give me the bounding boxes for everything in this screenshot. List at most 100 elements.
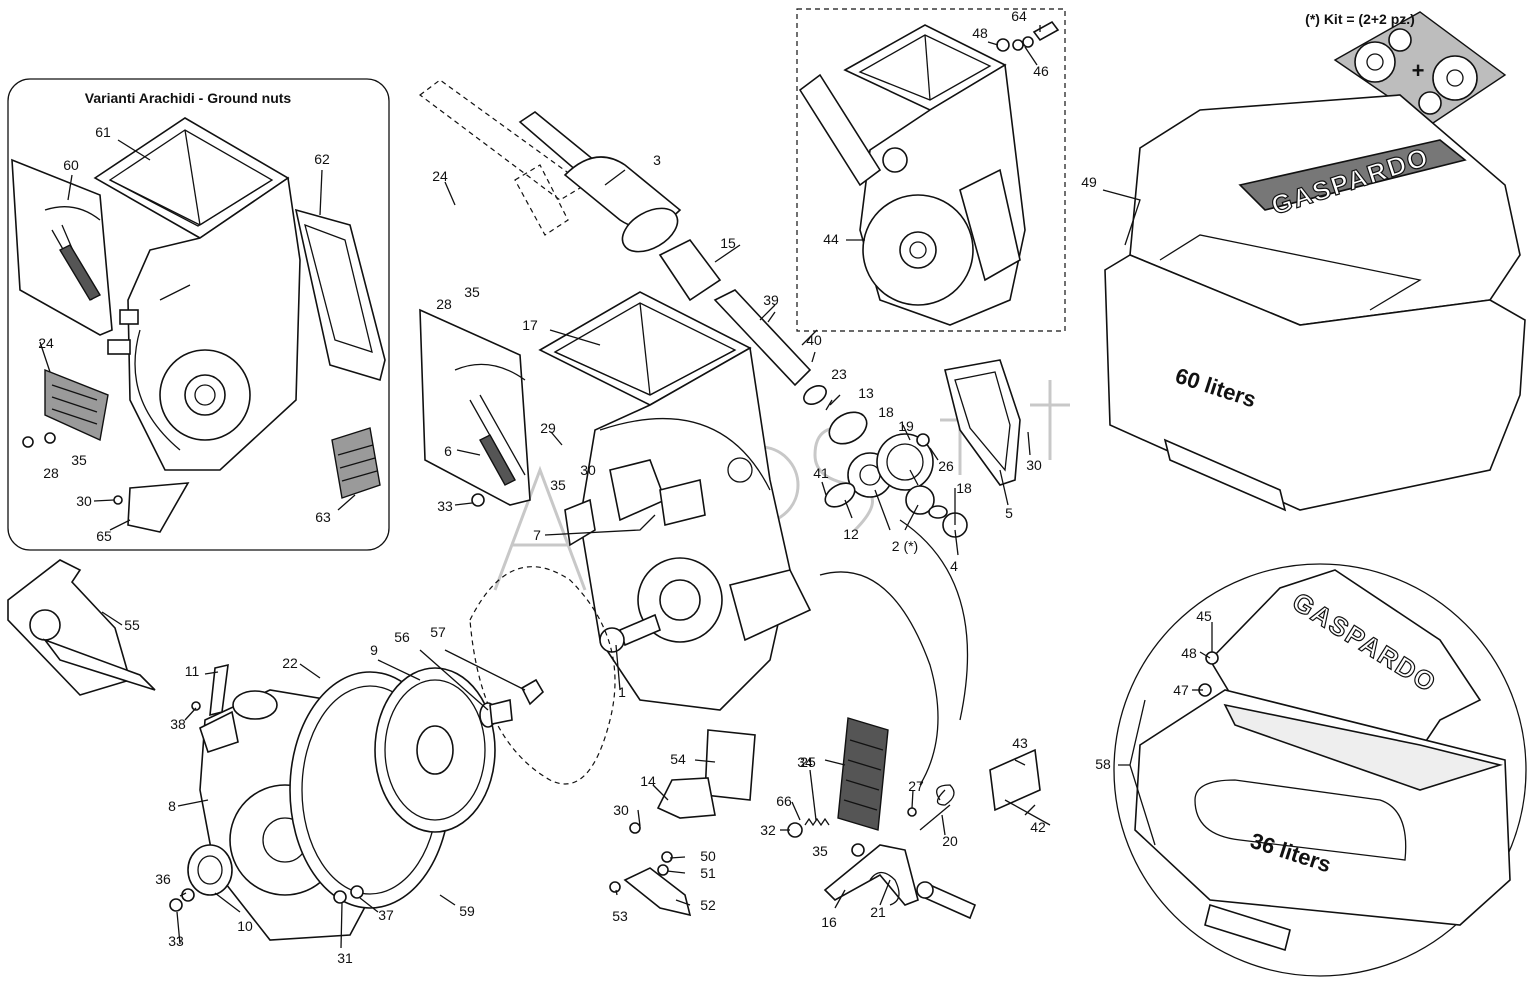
callout-20: 20 — [942, 833, 958, 849]
variant-inset-frame — [796, 8, 1066, 332]
callout-54: 54 — [670, 751, 686, 767]
main-meter-assembly — [419, 291, 812, 711]
callout-60: 60 — [63, 157, 79, 173]
lower-parts — [609, 717, 1051, 920]
meter-housing — [579, 346, 791, 711]
gear-train — [803, 359, 1021, 538]
inset-rear-plate — [294, 208, 386, 382]
callout-61: 61 — [95, 124, 111, 140]
callout-17: 17 — [522, 317, 538, 333]
callout-33a: 33 — [168, 933, 184, 949]
plus-sign: + — [1412, 58, 1425, 83]
callout-14: 14 — [640, 773, 656, 789]
callout-66: 66 — [776, 793, 792, 809]
callout-5: 5 — [1005, 505, 1013, 521]
hopper-36-liters: GASPARDO 36 liters — [1113, 563, 1527, 977]
callout-44: 44 — [823, 231, 839, 247]
callout-56: 56 — [394, 629, 410, 645]
callout-53: 53 — [612, 908, 628, 924]
callout-58: 58 — [1095, 756, 1111, 772]
callout-55: 55 — [124, 617, 140, 633]
callout-40: 40 — [806, 332, 822, 348]
callout-32: 32 — [760, 822, 776, 838]
callout-65: 65 — [96, 528, 112, 544]
callout-37: 37 — [378, 907, 394, 923]
callout-4: 4 — [950, 558, 958, 574]
hopper-60-liters: GASPARDO 60 liters — [1104, 94, 1526, 512]
callout-2: 2 (*) — [892, 538, 918, 554]
callout-16: 16 — [821, 914, 837, 930]
seed-disc-outline — [469, 519, 969, 786]
callout-35c: 35 — [550, 477, 566, 493]
inset-plate-65 — [127, 482, 190, 533]
callout-36: 36 — [155, 871, 171, 887]
callout-64: 64 — [1011, 8, 1027, 24]
callout-45: 45 — [1196, 608, 1212, 624]
callout-52: 52 — [700, 897, 716, 913]
callout-31: 31 — [337, 950, 353, 966]
callout-35a: 35 — [464, 284, 480, 300]
callout-28a: 28 — [436, 296, 452, 312]
callout-35b: 35 — [71, 452, 87, 468]
callout-48a: 48 — [972, 25, 988, 41]
inset-title: Varianti Arachidi - Ground nuts — [85, 90, 292, 106]
callout-1: 1 — [618, 684, 626, 700]
ground-nuts-inset: Varianti Arachidi - Ground nuts — [7, 78, 390, 551]
callout-28b: 28 — [43, 465, 59, 481]
universal-joint-15 — [658, 238, 722, 302]
callout-10: 10 — [237, 918, 253, 934]
brand-plate-60 — [1238, 139, 1467, 211]
inset-frame — [7, 78, 390, 551]
callout-50: 50 — [700, 848, 716, 864]
callout-15: 15 — [720, 235, 736, 251]
callout-29: 29 — [540, 420, 556, 436]
drive-shaft-group — [419, 79, 818, 387]
callout-43: 43 — [1012, 735, 1028, 751]
callout-30d: 30 — [1026, 457, 1042, 473]
callout-27: 27 — [908, 778, 924, 794]
callout-18b: 18 — [956, 480, 972, 496]
callout-59: 59 — [459, 903, 475, 919]
selector-plate-6 — [419, 308, 531, 506]
callout-57: 57 — [430, 624, 446, 640]
callout-12: 12 — [843, 526, 859, 542]
plate-14 — [656, 777, 716, 819]
callout-47: 47 — [1173, 682, 1189, 698]
ejector-25 — [837, 717, 889, 831]
leader-lines — [39, 25, 1213, 949]
callout-24a: 24 — [432, 168, 448, 184]
callout-30a: 30 — [580, 462, 596, 478]
callout-46: 46 — [1033, 63, 1049, 79]
distributor-assembly — [169, 663, 545, 941]
callout-labels: 1 2 (*) 3 4 5 6 7 8 9 10 11 12 13 14 15 … — [38, 8, 1212, 966]
callout-3: 3 — [653, 152, 661, 168]
callout-42: 42 — [1030, 819, 1046, 835]
callout-22: 22 — [282, 655, 298, 671]
callout-39: 39 — [763, 292, 779, 308]
callout-48b: 48 — [1181, 645, 1197, 661]
callout-11: 11 — [185, 663, 200, 679]
bracket-16 — [823, 844, 919, 906]
callout-41: 41 — [813, 465, 829, 481]
kit-inset: + (*) Kit = (2+2 pz.) — [1305, 11, 1507, 126]
variant-inset-44 — [796, 8, 1066, 332]
callout-26: 26 — [938, 458, 954, 474]
callout-35d: 35 — [812, 843, 828, 859]
callout-38: 38 — [170, 716, 186, 732]
callout-7: 7 — [533, 527, 541, 543]
hopper-36-zoom-circle — [1113, 563, 1527, 977]
cover-5 — [944, 359, 1021, 486]
callout-51: 51 — [700, 865, 716, 881]
callout-62: 62 — [314, 151, 330, 167]
callout-30b: 30 — [76, 493, 92, 509]
callout-9: 9 — [370, 642, 378, 658]
lever-52 — [623, 867, 692, 917]
bracket-55 — [7, 559, 156, 696]
callout-18a: 18 — [878, 404, 894, 420]
callout-19: 19 — [898, 418, 914, 434]
callout-63: 63 — [315, 509, 331, 525]
callout-49: 49 — [1081, 174, 1097, 190]
callout-34: 34 — [797, 754, 813, 770]
